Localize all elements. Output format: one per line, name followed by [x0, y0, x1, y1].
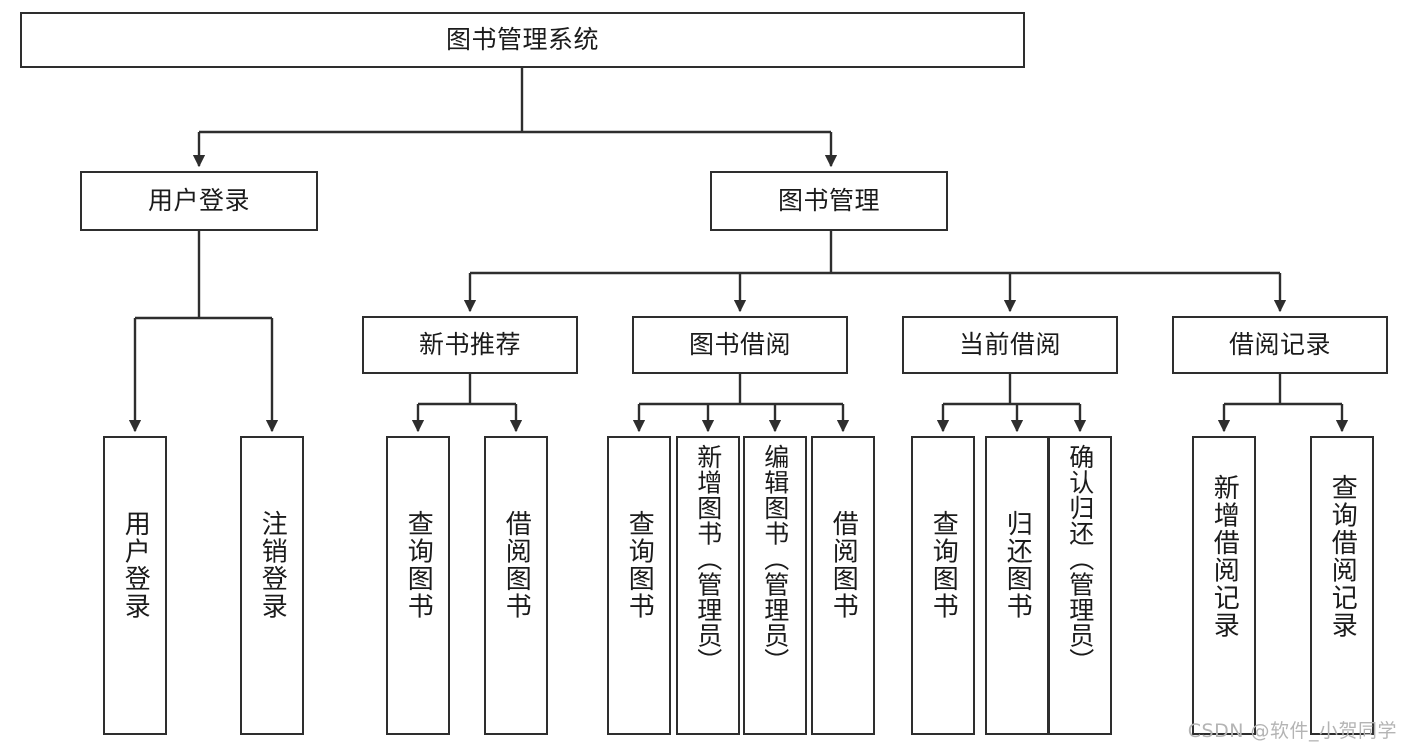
node-label: 编辑图书（管理员） — [760, 444, 790, 674]
leaf-add-book-admin[interactable]: 新增图书（管理员） — [676, 436, 740, 735]
leaf-user-login[interactable]: 用户登录 — [103, 436, 167, 735]
node-label: 新增图书（管理员） — [693, 444, 723, 674]
node-label: 用户登录 — [120, 510, 151, 620]
node-label: 归还图书 — [1002, 510, 1033, 620]
node-label: 当前借阅 — [958, 330, 1061, 360]
node-label: 借阅图书 — [501, 510, 532, 620]
node-label: 借阅记录 — [1228, 330, 1331, 360]
node-root-system[interactable]: 图书管理系统 — [20, 12, 1025, 68]
leaf-query-book-current[interactable]: 查询图书 — [911, 436, 975, 735]
leaf-add-borrow-record[interactable]: 新增借阅记录 — [1192, 436, 1256, 735]
leaf-logout[interactable]: 注销登录 — [240, 436, 304, 735]
leaf-query-book-recommend[interactable]: 查询图书 — [386, 436, 450, 735]
node-label: 图书借阅 — [688, 330, 791, 360]
node-current-borrow[interactable]: 当前借阅 — [902, 316, 1118, 374]
leaf-confirm-return-admin[interactable]: 确认归还（管理员） — [1048, 436, 1112, 735]
node-borrow-record[interactable]: 借阅记录 — [1172, 316, 1388, 374]
node-label: 查询借阅记录 — [1327, 474, 1358, 639]
csdn-watermark: CSDN @软件_小贺同学 — [1187, 720, 1397, 742]
node-label: 确认归还（管理员） — [1065, 444, 1095, 674]
node-label: 新增借阅记录 — [1209, 474, 1240, 639]
leaf-borrow-book[interactable]: 借阅图书 — [811, 436, 875, 735]
node-label: 图书管理 — [777, 186, 880, 216]
node-label: 查询图书 — [624, 510, 655, 620]
node-book-manage[interactable]: 图书管理 — [710, 171, 948, 231]
leaf-edit-book-admin[interactable]: 编辑图书（管理员） — [743, 436, 807, 735]
leaf-query-book-borrow[interactable]: 查询图书 — [607, 436, 671, 735]
node-label: 查询图书 — [928, 510, 959, 620]
leaf-borrow-book-recommend[interactable]: 借阅图书 — [484, 436, 548, 735]
node-user-login[interactable]: 用户登录 — [80, 171, 318, 231]
node-new-book-recommend[interactable]: 新书推荐 — [362, 316, 578, 374]
node-label: 借阅图书 — [828, 510, 859, 620]
node-label: 图书管理系统 — [445, 25, 599, 55]
node-label: 用户登录 — [147, 186, 250, 216]
node-book-borrow[interactable]: 图书借阅 — [632, 316, 848, 374]
node-label: 新书推荐 — [418, 330, 521, 360]
leaf-return-book[interactable]: 归还图书 — [985, 436, 1049, 735]
node-label: 注销登录 — [257, 510, 288, 620]
leaf-query-borrow-record[interactable]: 查询借阅记录 — [1310, 436, 1374, 735]
node-label: 查询图书 — [403, 510, 434, 620]
